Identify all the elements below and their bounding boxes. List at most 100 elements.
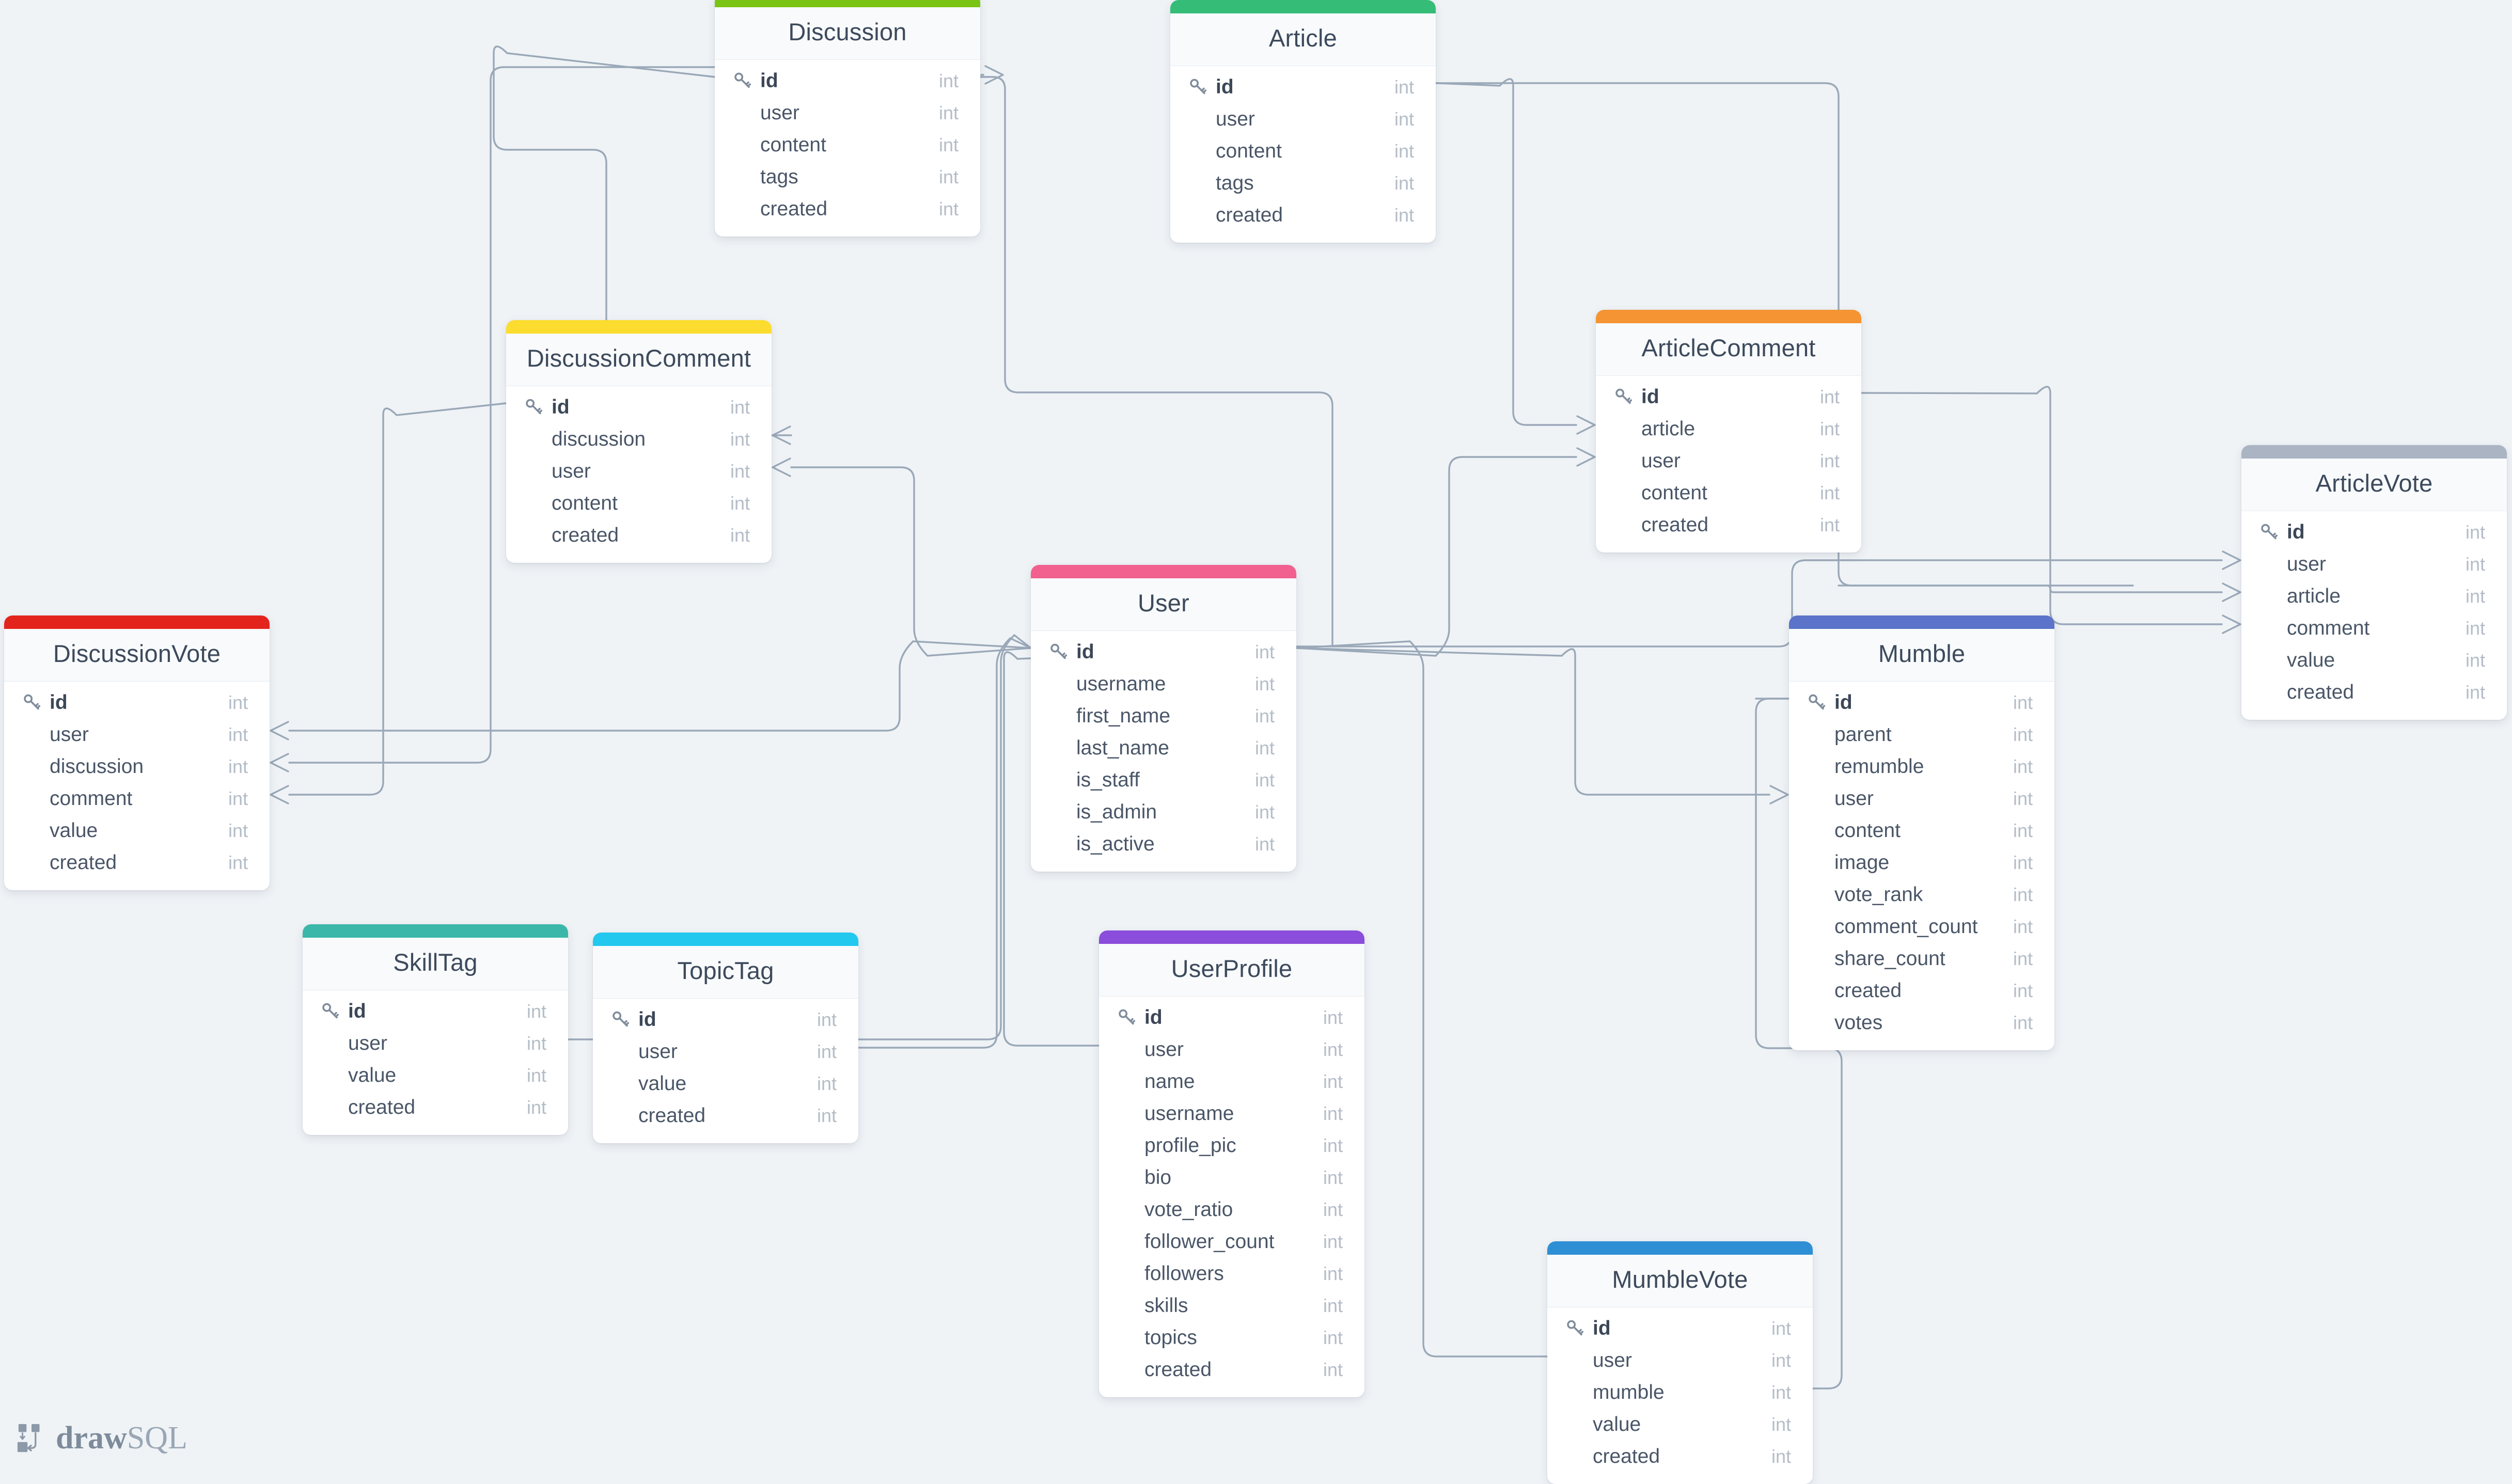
field-type: int (1394, 76, 1414, 98)
crows-foot-marker (2222, 614, 2241, 634)
field-left: created (1188, 204, 1283, 227)
field-left: first_name (1048, 705, 1170, 728)
field-name: user (1641, 450, 1681, 472)
table-accent-bar (1789, 615, 2054, 629)
brand-light: SQL (127, 1420, 187, 1456)
field-type: int (1323, 1071, 1343, 1092)
field-left: created (2259, 681, 2354, 704)
field-name: tags (1216, 172, 1254, 194)
field-left: user (610, 1040, 678, 1063)
field-type: int (2013, 788, 2033, 809)
